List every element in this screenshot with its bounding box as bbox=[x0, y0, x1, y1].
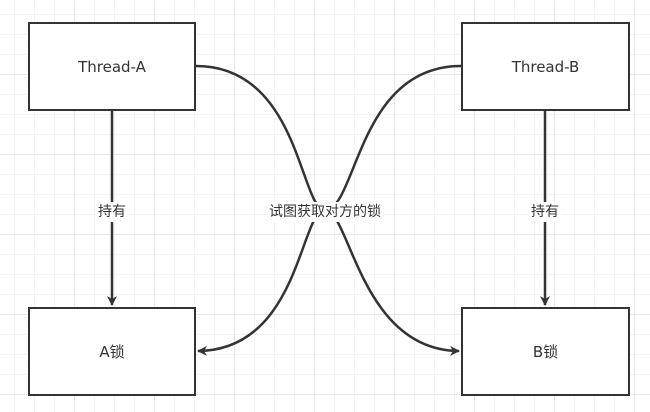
edge-label-cross: 试图获取对方的锁 bbox=[266, 202, 384, 222]
node-lock-a[interactable]: A锁 bbox=[28, 307, 196, 396]
node-lock-b-label: B锁 bbox=[532, 343, 559, 361]
node-thread-b[interactable]: Thread-B bbox=[461, 22, 630, 111]
node-thread-b-label: Thread-B bbox=[511, 57, 580, 76]
edge-label-hold-b: 持有 bbox=[528, 202, 562, 222]
node-lock-b[interactable]: B锁 bbox=[461, 307, 630, 396]
node-thread-a-label: Thread-A bbox=[78, 57, 146, 76]
edge-label-hold-a: 持有 bbox=[95, 202, 129, 222]
node-lock-a-label: A锁 bbox=[99, 343, 125, 361]
node-thread-a[interactable]: Thread-A bbox=[28, 22, 196, 111]
